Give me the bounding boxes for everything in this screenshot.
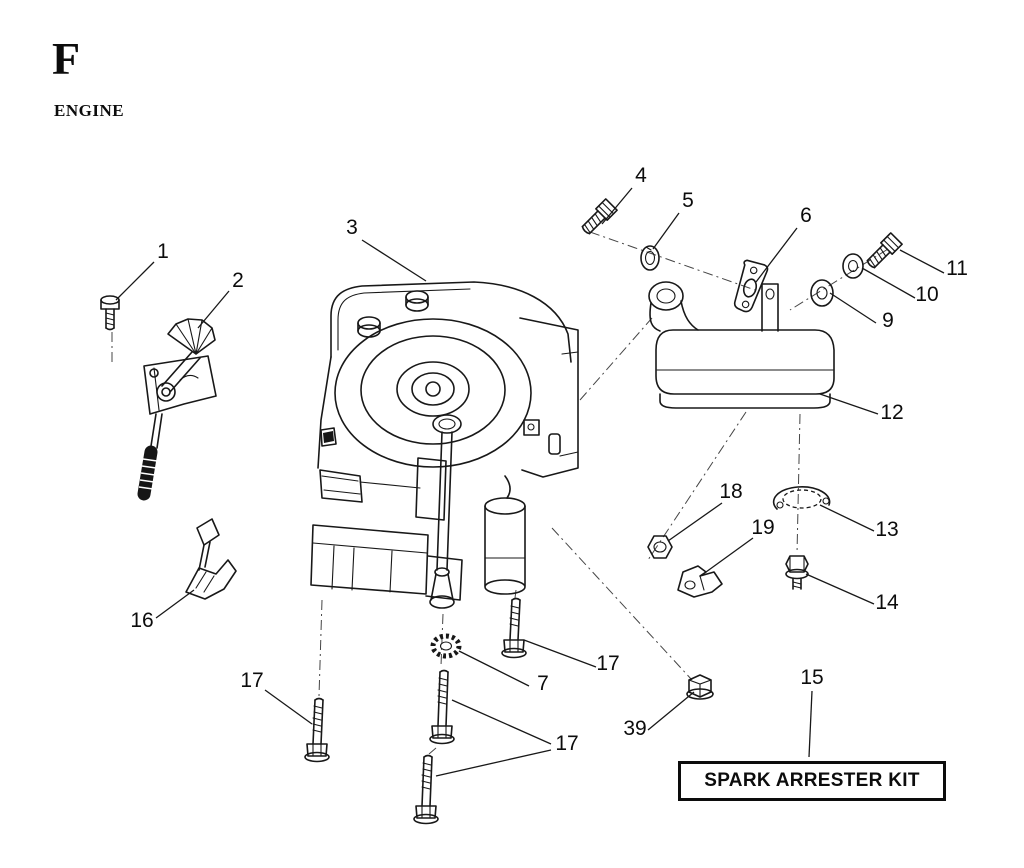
callout-16: 16	[130, 609, 154, 632]
part-9-washer	[810, 279, 834, 307]
part-3-engine	[310, 281, 579, 609]
leader-lines	[115, 187, 945, 777]
callout-19: 19	[751, 516, 775, 539]
part-17-bolt-bottom	[413, 754, 439, 825]
callout-13: 13	[875, 518, 899, 541]
part-16-bracket	[185, 518, 237, 600]
part-7-lock-washer	[430, 633, 462, 659]
callout-10: 10	[915, 283, 939, 306]
part-1-bolt	[100, 295, 120, 331]
callout-18: 18	[719, 480, 743, 503]
callout-14: 14	[875, 591, 899, 614]
part-5-lock-washer	[640, 245, 660, 271]
callout-2: 2	[232, 269, 244, 292]
part-17-bolt-center	[429, 669, 455, 745]
part-13-arrester-screen	[772, 486, 831, 510]
callout-11: 11	[946, 257, 968, 280]
part-4-bolt	[578, 198, 618, 238]
callout-17-left: 17	[240, 669, 264, 692]
part-6-gasket	[733, 259, 769, 313]
part-14-bolt	[785, 555, 809, 590]
callout-17-bottom: 17	[555, 732, 579, 755]
spark-arrester-kit-label: SPARK ARRESTER KIT	[704, 770, 920, 791]
callout-6: 6	[800, 204, 812, 227]
callout-12: 12	[880, 401, 904, 424]
part-10-washer	[842, 253, 864, 279]
callout-7: 7	[537, 672, 549, 695]
section-title: ENGINE	[54, 101, 125, 120]
part-11-bolt	[863, 232, 903, 272]
callout-39: 39	[623, 717, 647, 740]
callout-1: 1	[157, 240, 169, 263]
center-lines	[111, 231, 889, 755]
part-17-bolt-left	[304, 697, 330, 763]
callout-4: 4	[635, 164, 647, 187]
callout-5: 5	[682, 189, 694, 212]
part-17-bolt-middle	[501, 597, 527, 659]
callout-15: 15	[800, 666, 824, 689]
part-39-nut	[686, 674, 714, 700]
part-12-muffler	[648, 281, 835, 409]
callout-3: 3	[346, 216, 358, 239]
part-2-throttle-control	[137, 318, 217, 501]
callout-17-middle: 17	[596, 652, 620, 675]
part-19-bracket	[677, 565, 723, 598]
callout-9: 9	[882, 309, 894, 332]
section-letter: F	[52, 33, 81, 84]
spark-arrester-kit-box: SPARK ARRESTER KIT	[678, 761, 946, 801]
part-18-nut	[647, 535, 673, 559]
